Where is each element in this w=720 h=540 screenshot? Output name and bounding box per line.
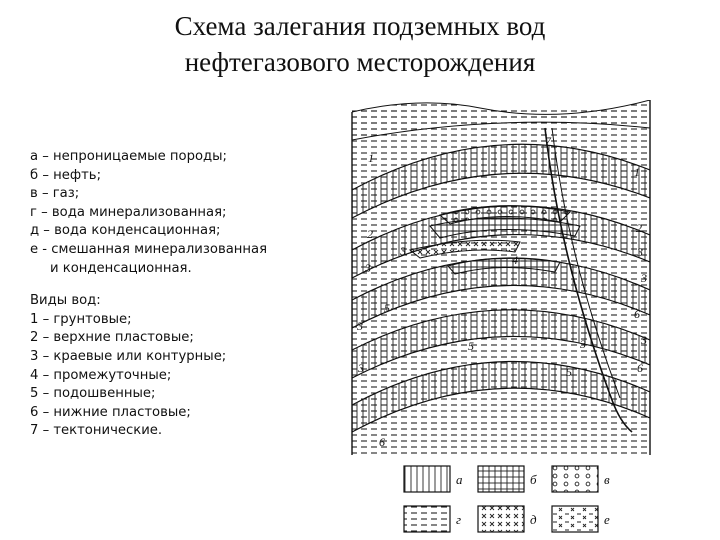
label-water-5-a: 5: [384, 301, 390, 315]
legend-item-a: а – непроницаемые породы;: [30, 148, 330, 167]
water-type-4: 4 – промежуточные;: [30, 367, 330, 386]
page-title: Схема залегания подземных вод нефтегазов…: [0, 8, 720, 80]
key-label-b: б: [530, 472, 537, 487]
section-layers: [352, 100, 650, 455]
pattern-key: а б в г д е: [404, 466, 610, 532]
label-water-7: 7: [545, 134, 552, 148]
legend-item-e-continued: и конденсационная.: [30, 260, 330, 279]
key-label-v: в: [604, 472, 610, 487]
legend-item-b: б – нефть;: [30, 167, 330, 186]
label-water-3-g: 3: [640, 333, 647, 347]
label-water-3-h: 3: [640, 271, 647, 285]
label-water-5-b: 5: [468, 339, 474, 353]
key-swatch-mineral-water: [404, 506, 450, 532]
key-swatch-mixed-water: [552, 506, 598, 532]
water-type-5: 5 – подошвенные;: [30, 385, 330, 404]
label-water-6-b: 6: [637, 361, 643, 375]
label-water-3-f: 3: [579, 337, 586, 351]
title-line-2: нефтегазового месторождения: [0, 44, 720, 80]
key-swatch-oil: [478, 466, 524, 492]
water-type-2: 2 – верхние пластовые;: [30, 329, 330, 348]
label-water-6-c: 6: [379, 435, 385, 449]
title-line-1: Схема залегания подземных вод: [0, 8, 720, 44]
key-label-e: е: [604, 512, 610, 527]
key-label-d: д: [530, 512, 537, 527]
label-water-3-d: 3: [356, 319, 363, 333]
key-label-g: г: [456, 512, 461, 527]
key-swatch-condensation-water: [478, 506, 524, 532]
geology-cross-section-diagram: 1 1 2 2 3 3 3 3 3 3 3 3 4 5 5 5 6 6 6 7 …: [346, 100, 656, 540]
label-water-4: 4: [512, 253, 518, 267]
label-water-3-b: 3: [399, 244, 406, 258]
label-water-5-c: 5: [566, 365, 572, 379]
label-water-6-a: 6: [634, 307, 640, 321]
legend-item-e: е - смешанная минерализованная: [30, 241, 330, 260]
label-water-3-c: 3: [636, 245, 643, 259]
water-type-6: 6 – нижние пластовые;: [30, 404, 330, 423]
legend-item-g: г – вода минерализованная;: [30, 204, 330, 223]
label-water-1-right: 1: [634, 165, 640, 179]
label-water-3-a: 3: [364, 261, 371, 275]
label-water-3-e: 3: [357, 361, 364, 375]
legend-text: а – непроницаемые породы; б – нефть; в –…: [30, 148, 330, 441]
label-water-1-left: 1: [368, 151, 374, 165]
water-type-3: 3 – краевые или контурные;: [30, 348, 330, 367]
water-types-heading: Виды вод:: [30, 292, 330, 311]
key-label-a: а: [456, 472, 463, 487]
label-water-2-left: 2: [367, 227, 373, 241]
key-swatch-gas: [552, 466, 598, 492]
water-type-7: 7 – тектонические.: [30, 422, 330, 441]
label-water-2-right: 2: [636, 221, 642, 235]
water-type-1: 1 – грунтовые;: [30, 311, 330, 330]
legend-item-d: д – вода конденсационная;: [30, 222, 330, 241]
legend-item-v: в – газ;: [30, 185, 330, 204]
key-swatch-impermeable: [404, 466, 450, 492]
